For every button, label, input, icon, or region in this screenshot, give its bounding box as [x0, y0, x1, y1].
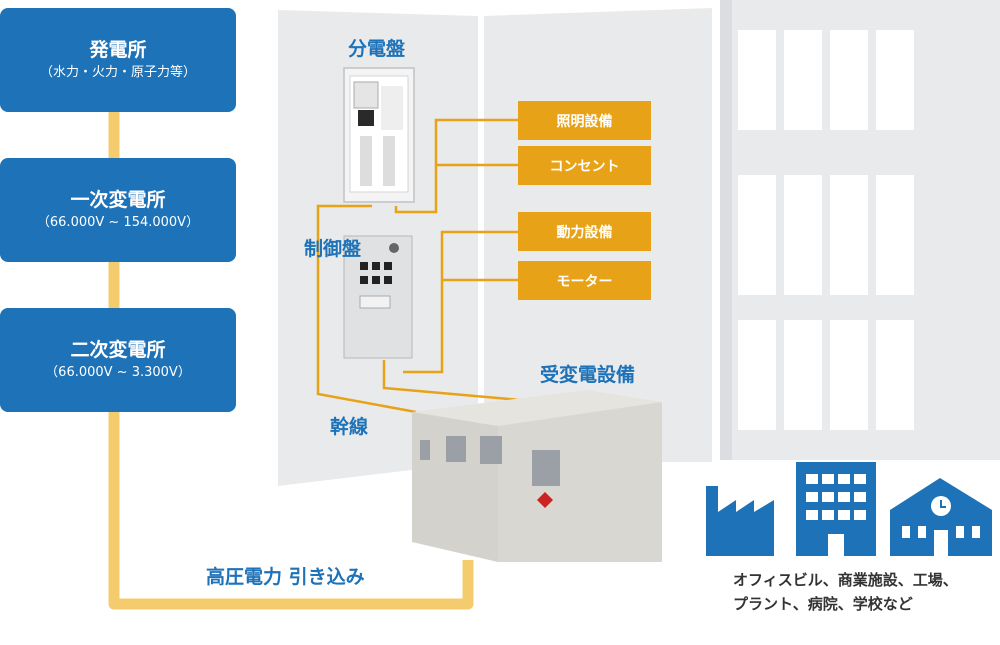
school-icon: [890, 478, 992, 556]
facilities-caption-line2: プラント、病院、学校など: [733, 595, 913, 613]
high-voltage-label: 高圧電力 引き込み: [206, 566, 365, 588]
power-plant-subtitle: （水力・火力・原子力等）: [39, 65, 196, 80]
factory-icon: [706, 486, 774, 556]
power-plant-box: 発電所 （水力・火力・原子力等）: [0, 8, 236, 112]
facilities-caption-line1: オフィスビル、商業施設、工場、: [733, 571, 958, 589]
substation-equipment-label: 受変電設備: [540, 364, 636, 386]
secondary-substation-title: 二次変電所: [70, 339, 166, 361]
distribution-panel-illustration: [343, 67, 415, 203]
power-plant-title: 発電所: [89, 39, 147, 61]
output-power-equipment: 動力設備: [518, 212, 651, 251]
office-building-icon: [796, 462, 876, 556]
output-motor: モーター: [518, 261, 651, 300]
output-outlet: コンセント: [518, 146, 651, 185]
secondary-substation-box: 二次変電所 （66.000V ~ 3.300V）: [0, 308, 236, 412]
secondary-substation-subtitle: （66.000V ~ 3.300V）: [45, 365, 191, 380]
substation-equipment-illustration: [412, 390, 662, 562]
building-windows: [738, 30, 914, 430]
control-panel-illustration: [343, 235, 413, 359]
primary-substation-subtitle: （66.000V ~ 154.000V）: [36, 215, 200, 230]
control-panel-label: 制御盤: [304, 238, 362, 260]
primary-substation-box: 一次変電所 （66.000V ~ 154.000V）: [0, 158, 236, 262]
facilities-caption: オフィスビル、商業施設、工場、 プラント、病院、学校など: [733, 568, 993, 616]
output-lighting: 照明設備: [518, 101, 651, 140]
primary-substation-title: 一次変電所: [70, 189, 166, 211]
wiring-lines: [316, 118, 521, 414]
distribution-panel-label: 分電盤: [348, 38, 406, 60]
trunk-line-label: 幹線: [330, 416, 369, 438]
